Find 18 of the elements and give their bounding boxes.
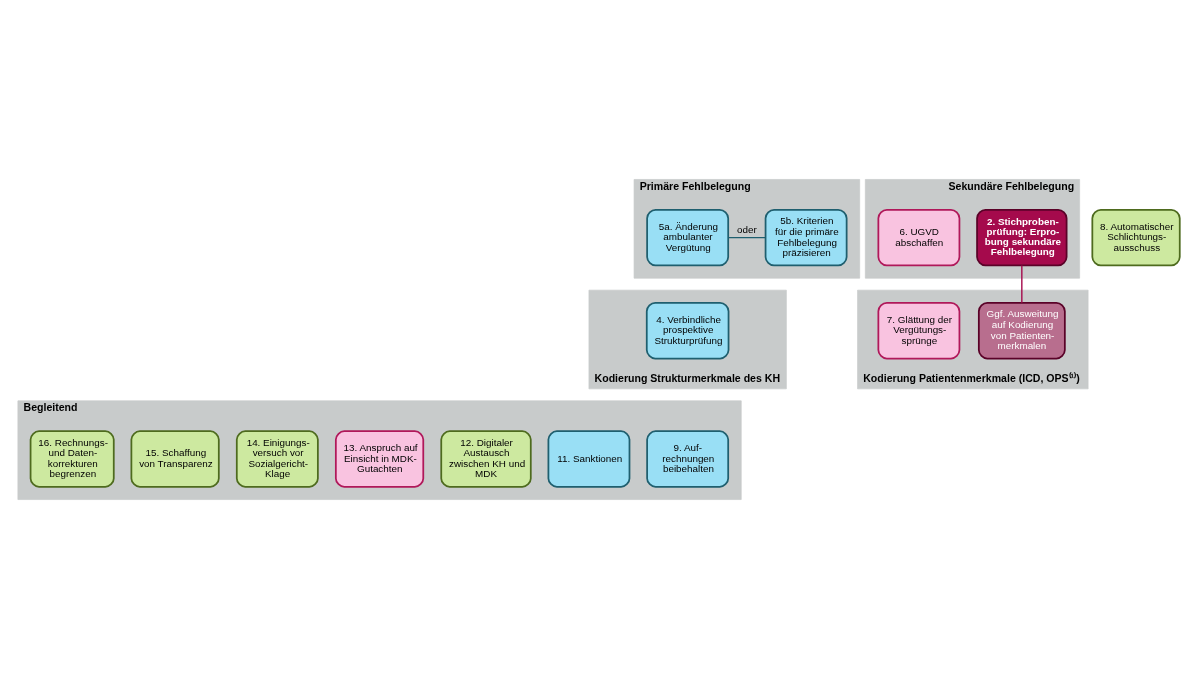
node-box: Ggf. Ausweitung auf Kodierung von Patienten- merkmalen bbox=[977, 301, 1066, 360]
node-box: 11. Sanktionen bbox=[547, 430, 631, 488]
node-box: 15. Schaffung von Transparenz bbox=[130, 430, 220, 488]
connector bbox=[727, 236, 767, 239]
node-box: 12. Digitaler Austausch zwischen KH und MDK bbox=[440, 430, 532, 488]
node-box: 6. UGVD abschaffen bbox=[877, 208, 961, 267]
node-box: 4. Verbindliche prospektive Strukturprüfung bbox=[645, 301, 730, 360]
edge-label: oder bbox=[737, 223, 757, 235]
node-box: 8. Automatischer Schlichtungs- ausschuss bbox=[1091, 208, 1181, 267]
connector bbox=[1021, 264, 1023, 304]
node-box: 7. Glättung der Vergütungs- sprünge bbox=[877, 301, 961, 360]
node-box: 5a. Änderung ambulanter Vergütung bbox=[646, 208, 730, 267]
node-box: 9. Auf- rechnungen beibehalten bbox=[646, 430, 730, 488]
node-box: 14. Einigungs- versuch vor Sozialgericht- Klage bbox=[235, 430, 319, 488]
node-box: 2. Stichproben- prüfung: Erpro- bung sekundäre Fehlbelegung bbox=[976, 208, 1068, 267]
node-box: 13. Anspruch auf Einsicht in MDK- Gutachten bbox=[334, 430, 425, 488]
node-box: 5b. Kriterien für die primäre Fehlbelegung präzisieren bbox=[764, 208, 848, 267]
node-box: 16. Rechnungs- und Daten- korrekturen begrenzen bbox=[29, 430, 115, 488]
